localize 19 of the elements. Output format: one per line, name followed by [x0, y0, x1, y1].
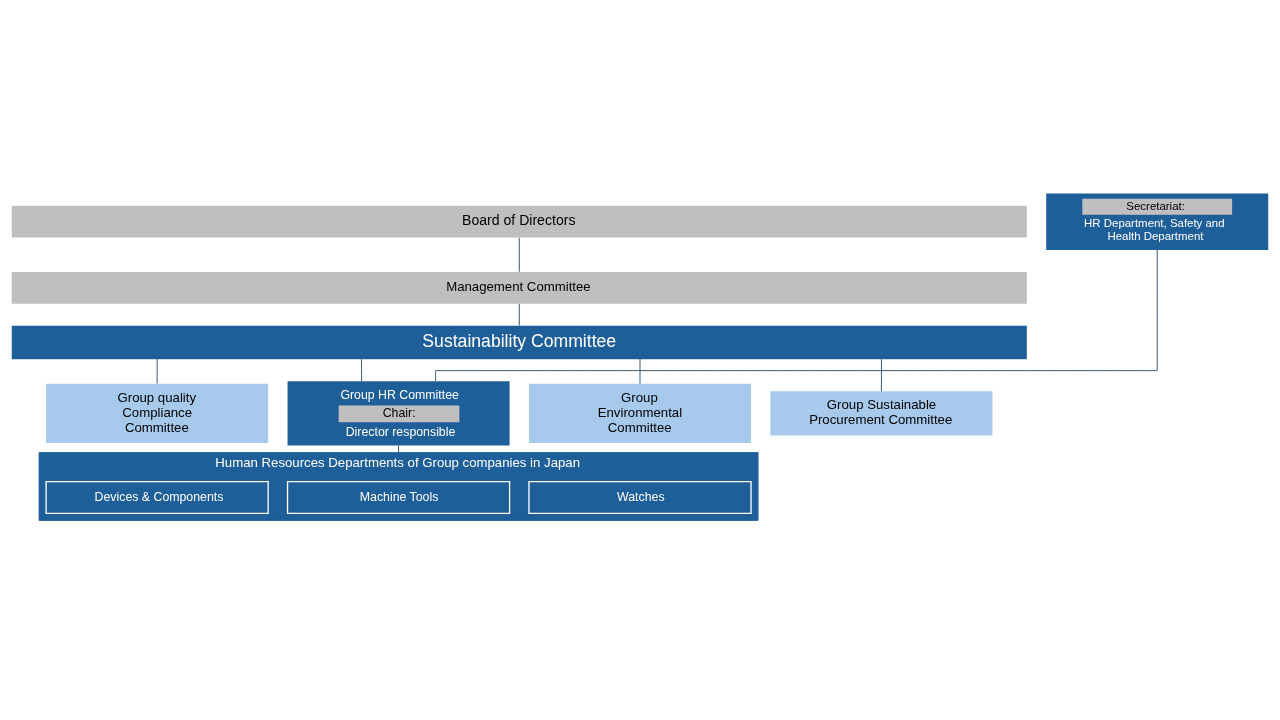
- node-box: Devices & Components: [45, 480, 269, 514]
- connector: [435, 249, 1158, 381]
- node-box: Management Committee: [11, 271, 1027, 304]
- node-box: Secretariat: HR Department, Safety and Health Department: [1046, 193, 1269, 250]
- node-box: Group quality Compliance Committee: [46, 383, 269, 443]
- connector: [518, 236, 520, 272]
- node-box: Machine Tools: [286, 480, 511, 514]
- node-box: Group Environmental Committee: [529, 383, 751, 443]
- connector: [398, 444, 399, 453]
- node-box: Watches: [528, 480, 752, 514]
- node-box: Group HR Committee Chair: Director responsible: [287, 380, 510, 446]
- connector: [361, 358, 362, 382]
- node-box: Board of Directors: [11, 205, 1027, 238]
- connector: [518, 302, 520, 326]
- connector: [639, 358, 641, 384]
- connector: [156, 358, 158, 384]
- node-box: Sustainability Committee: [11, 325, 1027, 359]
- node-box: Group Sustainable Procurement Committee: [770, 390, 993, 435]
- connector: [881, 358, 882, 392]
